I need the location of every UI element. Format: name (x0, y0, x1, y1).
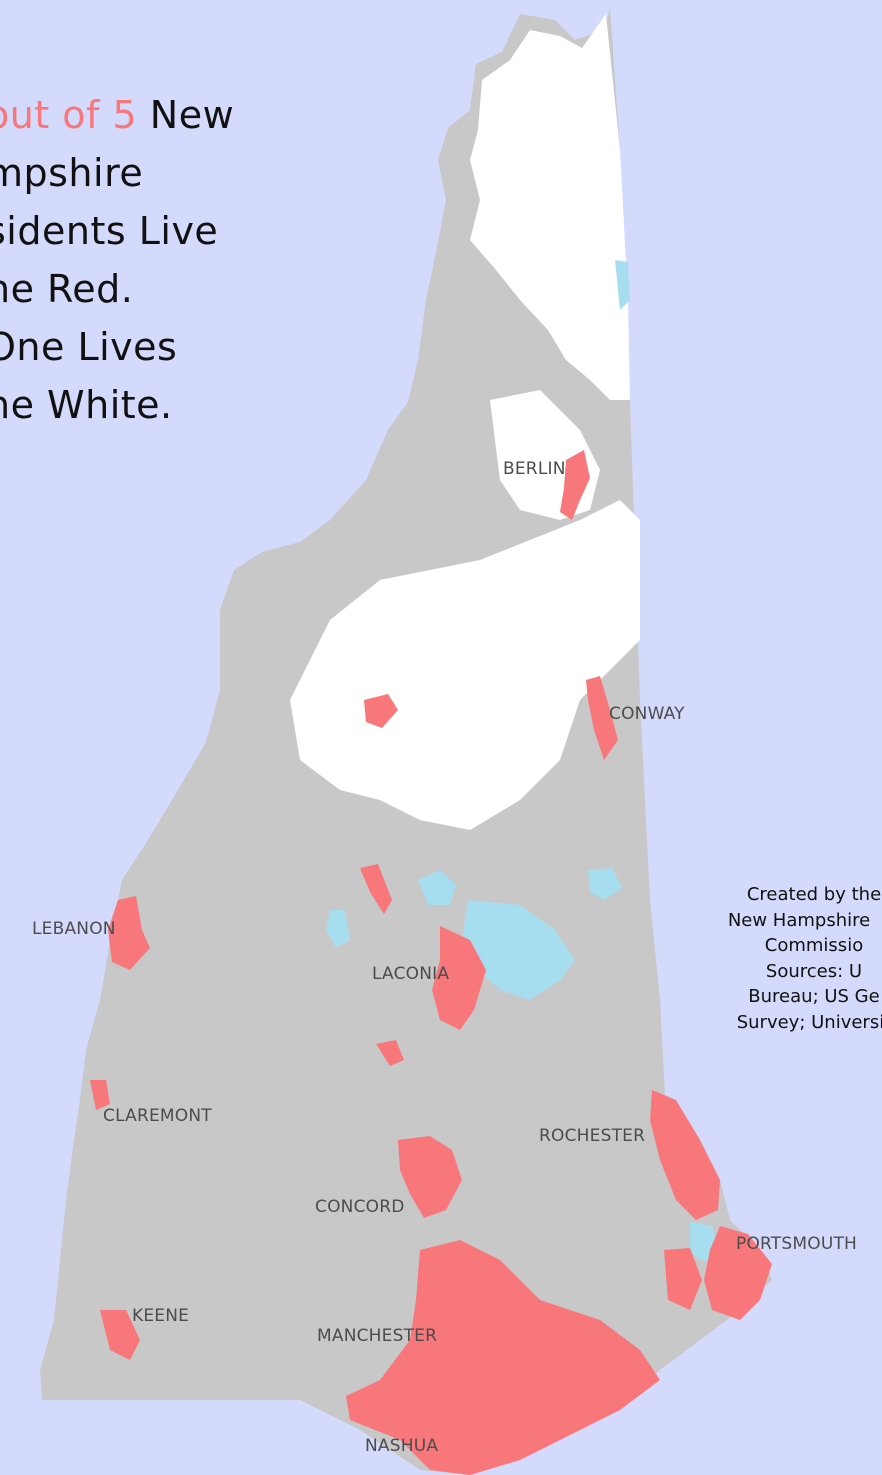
headline: out of 5 New mpshire sidents Live he Red… (0, 86, 234, 434)
lake-winnipesaukee (462, 900, 575, 1000)
credits: Created by the New Hampshire Commissio S… (664, 882, 882, 1035)
urban-claremont (90, 1080, 110, 1110)
credits-line-4: Sources: U (765, 960, 863, 982)
headline-line-5: One Lives (0, 325, 178, 369)
city-label-portsmouth: PORTSMOUTH (736, 1234, 858, 1254)
city-label-nashua: NASHUA (365, 1436, 439, 1456)
headline-line-2: mpshire (0, 151, 144, 195)
headline-line-1-text: New (137, 93, 235, 137)
headline-line-3: sidents Live (0, 209, 219, 253)
city-label-manchester: MANCHESTER (317, 1326, 438, 1346)
urban-concord (398, 1136, 462, 1218)
city-label-concord: CONCORD (315, 1197, 405, 1217)
ossipee-lake (588, 868, 622, 900)
urban-laconia (432, 926, 486, 1030)
urban-berlin (560, 450, 590, 520)
urban-conway (586, 676, 618, 760)
headline-highlight: out of 5 (0, 93, 138, 137)
credits-line-1: Created by the (746, 884, 882, 905)
northern-wilderness (470, 14, 630, 400)
headline-line-6: he White. (0, 383, 173, 427)
newfound-lake (326, 910, 350, 948)
urban-rochester (650, 1090, 720, 1220)
credits-line-6: Survey; Universit (736, 1011, 882, 1033)
urban-southern-tier (346, 1240, 660, 1475)
city-label-berlin: BERLIN (503, 459, 566, 479)
city-label-rochester: ROCHESTER (539, 1126, 646, 1146)
credits-line-5: Bureau; US Ge (748, 986, 880, 1007)
city-label-conway: CONWAY (609, 704, 685, 724)
urban-lincoln (364, 694, 398, 728)
white-mountains-wilderness (290, 500, 640, 830)
umbagog-lake (615, 260, 630, 310)
credits-line-3: Commissio (764, 935, 864, 956)
urban-portsmouth (704, 1226, 772, 1320)
headline-line-1: out of 5 New (0, 93, 234, 137)
urban-lebanon (108, 896, 150, 970)
squam-lake (418, 870, 456, 905)
city-label-lebanon: LEBANON (32, 919, 116, 939)
headline-line-4: he Red. (0, 267, 134, 311)
urban-plymouth (360, 864, 392, 914)
urban-franklin (376, 1040, 404, 1066)
city-label-claremont: CLAREMONT (103, 1106, 212, 1126)
city-label-keene: KEENE (132, 1306, 190, 1326)
city-label-laconia: LACONIA (372, 964, 450, 984)
urban-seacoast (664, 1248, 702, 1310)
credits-line-2: New Hampshire (727, 909, 871, 931)
urban-keene (100, 1310, 140, 1360)
